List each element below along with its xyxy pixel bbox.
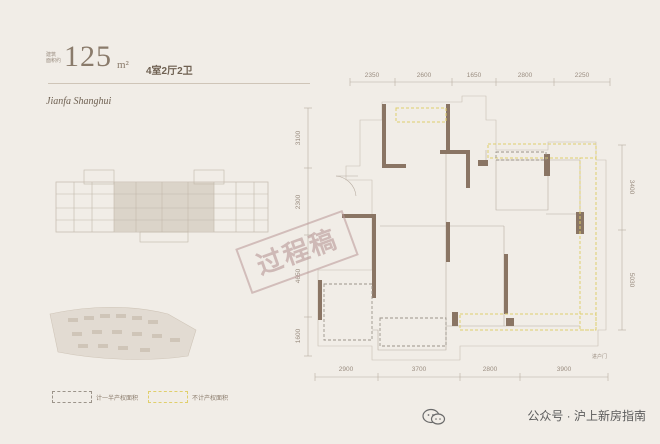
legend-half-area-swatch [52, 391, 92, 403]
area-label-line1: 建筑 [46, 52, 57, 58]
dim-right-1: 3400 [628, 180, 635, 195]
dim-bottom-1: 2900 [339, 366, 354, 373]
wechat-icon [422, 408, 446, 425]
dim-left-3: 4650 [295, 268, 302, 283]
key-plan-thumbnail [55, 169, 269, 243]
site-plan-thumbnail [49, 306, 197, 360]
entrance-door-arc [335, 175, 357, 197]
dim-top-5: 2250 [575, 72, 590, 79]
project-script-title: Jianfa Shanghui [46, 96, 112, 107]
unit-type: 4室2厅2卫 [146, 66, 193, 77]
dim-bottom-2: 3700 [412, 366, 427, 373]
area-value: 125 [64, 40, 112, 73]
header-divider [48, 83, 310, 84]
legend-half-area-label: 计一半产权面积 [96, 396, 139, 402]
area-unit: m² [117, 59, 129, 71]
dim-bottom-4: 3900 [557, 366, 572, 373]
dim-right-2: 5030 [628, 273, 635, 288]
dim-top-4: 2800 [518, 72, 533, 79]
dim-top-3: 1650 [467, 72, 482, 79]
entrance-label: 进户门 [592, 353, 607, 360]
footer-credit: 公众号 · 沪上新房指南 [527, 409, 646, 423]
legend-excluded-area-label: 不计产权面积 [192, 396, 229, 402]
half-area-outline [323, 151, 547, 347]
key-plan-highlight [114, 182, 214, 232]
dim-bottom-3: 2800 [483, 366, 498, 373]
dim-left-4: 1600 [295, 328, 302, 343]
area-label-line2: 面积约 [46, 58, 62, 64]
dim-top-2: 2600 [417, 72, 432, 79]
excluded-area-outline [395, 107, 597, 331]
legend-excluded-area-swatch [148, 391, 188, 403]
dim-left-2: 2300 [295, 194, 302, 209]
area-label: 建筑 面积约 [46, 52, 62, 64]
dim-top-1: 2350 [365, 72, 380, 79]
dim-left-1: 3100 [295, 130, 302, 145]
